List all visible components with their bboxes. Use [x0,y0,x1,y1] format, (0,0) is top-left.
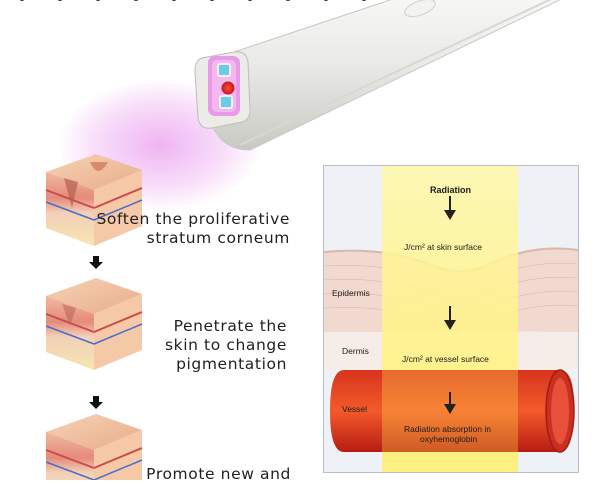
epidermis-label: Epidermis [332,288,370,298]
step-1-text: Soften the proliferative stratum corneum [96,210,290,248]
step-3-text: Promote new and [146,465,291,484]
step-2-text: Penetrate the skin to change pigmentatio… [165,317,287,374]
step-2-line-1: Penetrate the [173,317,287,335]
radiation-diagram: Radiation J/cm² at skin surface Epidermi… [323,165,579,473]
skin-cube-1 [45,154,143,246]
skin-surface-label: J/cm² at skin surface [404,242,482,252]
skin-cube-3 [45,414,143,480]
absorption-label-2: oxyhemoglobin [420,434,478,444]
arrow-down-icon [89,256,103,269]
step-1-line-1: Soften the proliferative [96,210,290,228]
absorption-label-1: Radiation absorption in [404,424,491,434]
step-1-line-2: stratum corneum [146,229,290,247]
skin-cube-2 [45,278,143,370]
step-2-line-2: skin to change [164,336,287,354]
step-3-line-1: Promote new and [146,465,291,483]
device-pen-image [194,0,561,151]
step-2-line-3: pigmentation [176,355,287,373]
radiation-label: Radiation [430,185,472,195]
vessel-label: Vessel [342,404,368,414]
dermis-label: Dermis [342,346,369,356]
vessel-surface-label: J/cm² at vessel surface [402,354,489,364]
arrow-down-icon [89,396,103,409]
